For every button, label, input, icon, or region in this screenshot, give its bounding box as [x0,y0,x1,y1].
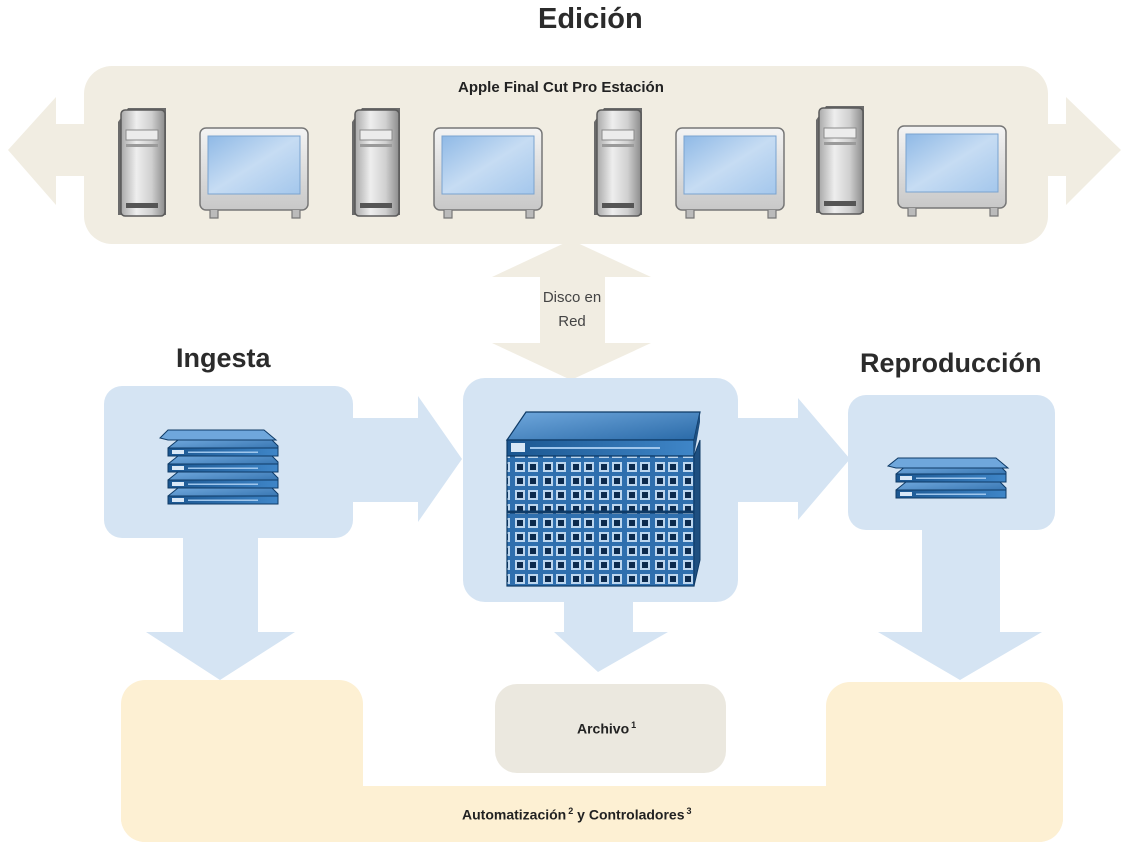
archive-box [495,684,726,773]
controllers-note: 3 [686,806,692,816]
automation-conj: y [577,806,585,823]
title-reproduccion: Reproducción [860,348,1042,378]
storage-array [505,411,701,587]
network-disk-line1: Disco en [542,289,602,306]
network-disk-label: Disco en Red [520,286,624,334]
ingest-to-storage-arrow [350,396,462,522]
ingest-server-stack [159,429,279,505]
automation-text: Automatización [462,806,567,823]
automation-band [121,680,1063,842]
automation-note: 2 [568,806,574,816]
edit-station-label: Apple Final Cut Pro Estación [458,79,664,96]
ingest-down-arrow [146,536,295,680]
storage-to-playout-arrow [736,398,850,520]
title-edicion: Edición [538,3,643,35]
archive-note: 1 [631,720,637,730]
controllers-text: Controladores [588,806,685,823]
playout-down-arrow [878,528,1042,680]
archive-text: Archivo [577,720,630,737]
storage-down-arrow [554,598,668,672]
network-disk-line2: Red [558,313,586,330]
playout-server-stack [886,457,1010,499]
network-disk-arrow [492,240,651,380]
title-ingesta: Ingesta [176,343,271,373]
